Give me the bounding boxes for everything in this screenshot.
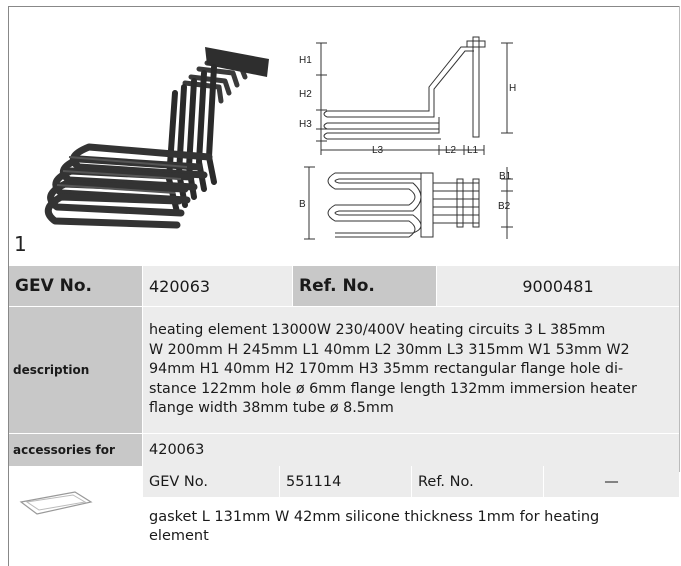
description-line: flange width 38mm tube ø 8.5mm — [149, 400, 394, 417]
accessory-gev-value: 551114 — [280, 466, 411, 497]
figure-number: 1 — [14, 232, 27, 256]
frame-top-border — [8, 6, 680, 7]
gev-no-value: 420063 — [143, 266, 292, 306]
heating-element-photo: H1 H2 H3 H L3 L2 L1 — [44, 36, 516, 240]
dim-l1-label: L1 — [467, 145, 479, 156]
dim-b-label: B — [299, 199, 306, 210]
accessory-item: GEV No. 551114 Ref. No. — gasket L 131mm… — [9, 466, 679, 562]
description-line: W 200mm H 245mm L1 40mm L2 30mm L3 315mm… — [149, 341, 630, 358]
dim-h1-label: H1 — [299, 55, 312, 66]
dim-b1-label: B1 — [499, 171, 512, 182]
accessory-thumbnail — [9, 466, 142, 562]
dim-h-label: H — [509, 83, 516, 94]
dim-h3-label: H3 — [299, 119, 312, 130]
accessory-ref-value: — — [544, 466, 679, 497]
accessories-row: accessories for 420063 — [9, 433, 679, 466]
frame-left-border — [8, 6, 9, 566]
frame-right-border — [679, 6, 680, 472]
ref-no-value: 9000481 — [437, 266, 679, 306]
description-row: description heating element 13000W 230/4… — [9, 306, 679, 433]
description-line: heating element 13000W 230/400V heating … — [149, 322, 606, 339]
accessory-description-line: element — [149, 528, 209, 544]
accessory-description-line: gasket L 131mm W 42mm silicone thickness… — [149, 509, 600, 525]
gasket-icon — [19, 491, 93, 515]
dim-l3-label: L3 — [372, 145, 384, 156]
accessories-label: accessories for — [9, 434, 142, 466]
ref-no-label: Ref. No. — [293, 266, 436, 306]
description-label: description — [9, 307, 142, 433]
main-gev-row: GEV No. 420063 Ref. No. 9000481 — [9, 265, 679, 306]
gev-no-label: GEV No. — [9, 266, 142, 306]
accessories-value: 420063 — [143, 434, 679, 466]
dim-h2-label: H2 — [299, 89, 312, 100]
description-line: 94mm H1 40mm H2 170mm H3 35mm rectangula… — [149, 361, 624, 378]
accessory-description: gasket L 131mm W 42mm silicone thickness… — [143, 500, 679, 558]
description-text: heating element 13000W 230/400V heating … — [143, 307, 679, 433]
product-illustration-area: H1 H2 H3 H L3 L2 L1 — [9, 7, 679, 265]
accessory-ref-label: Ref. No. — [412, 466, 543, 497]
dim-b2-label: B2 — [498, 201, 511, 212]
dim-l2-label: L2 — [445, 145, 457, 156]
accessory-gev-label: GEV No. — [143, 466, 279, 497]
description-line: stance 122mm hole ø 6mm flange length 13… — [149, 380, 637, 397]
